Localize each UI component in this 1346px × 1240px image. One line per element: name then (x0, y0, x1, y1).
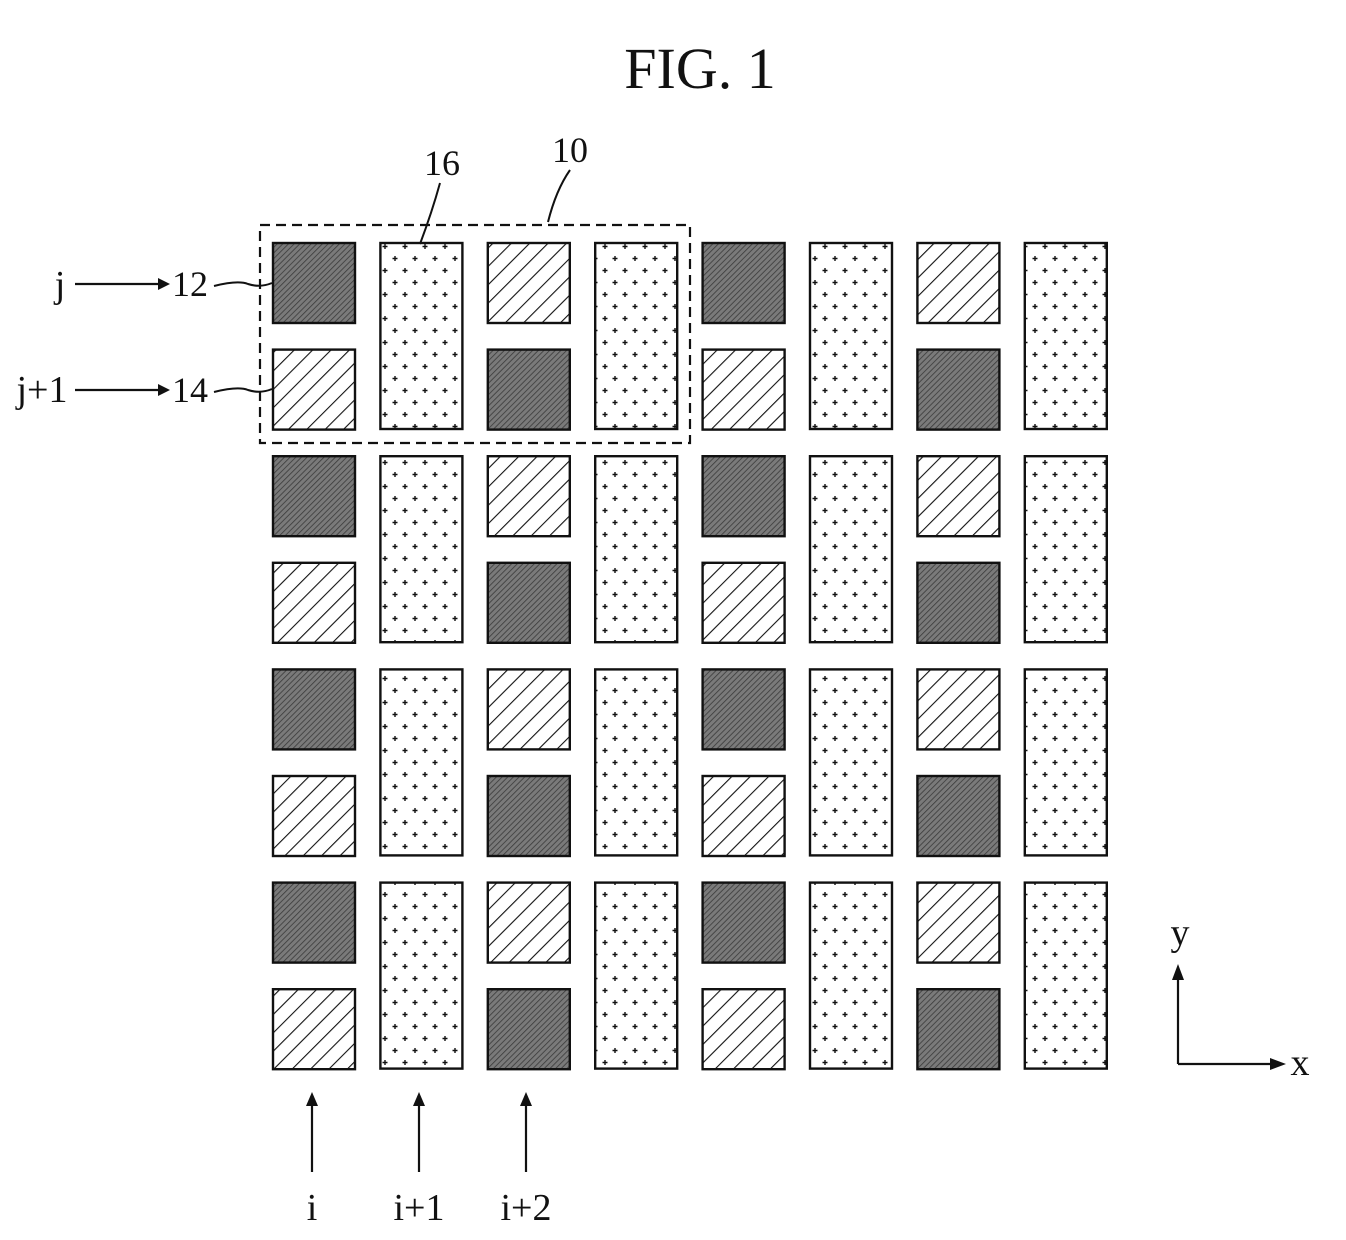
dark-square-subpixel (703, 669, 785, 749)
hatched-square-subpixel (917, 669, 999, 749)
hatched-square-subpixel (703, 776, 785, 856)
leader-12 (214, 282, 272, 286)
hatched-square-subpixel (488, 243, 570, 323)
ref-label-16: 16 (424, 143, 460, 183)
hatched-square-subpixel (273, 563, 355, 643)
dark-square-subpixel (488, 776, 570, 856)
tall-subpixel (380, 456, 462, 642)
tall-subpixel (810, 456, 892, 642)
axis-label-x: x (1291, 1042, 1310, 1084)
tall-subpixel (1025, 669, 1107, 855)
row-j-arrowhead (158, 278, 170, 290)
tall-subpixel (1025, 243, 1107, 429)
dark-square-subpixel (917, 350, 999, 430)
tall-subpixel (810, 883, 892, 1069)
dark-square-subpixel (488, 989, 570, 1069)
hatched-square-subpixel (488, 883, 570, 963)
pixel-grid (273, 243, 1107, 1069)
row-label-j: j (53, 264, 66, 306)
hatched-square-subpixel (917, 456, 999, 536)
col-label-i1: i+1 (394, 1187, 445, 1229)
hatched-square-subpixel (273, 989, 355, 1069)
axis-label-y: y (1171, 912, 1190, 954)
hatched-square-subpixel (488, 669, 570, 749)
dark-square-subpixel (703, 456, 785, 536)
tall-subpixel (595, 456, 677, 642)
x-axis-arrowhead (1270, 1058, 1286, 1070)
tall-subpixel (595, 669, 677, 855)
hatched-square-subpixel (703, 350, 785, 430)
tall-subpixel (810, 243, 892, 429)
leader-14 (214, 388, 272, 392)
col-label-i2: i+2 (501, 1187, 552, 1229)
hatched-square-subpixel (703, 989, 785, 1069)
tall-subpixel (595, 243, 677, 429)
hatched-square-subpixel (273, 776, 355, 856)
dark-square-subpixel (273, 669, 355, 749)
dark-square-subpixel (273, 456, 355, 536)
dark-square-subpixel (488, 563, 570, 643)
tall-subpixel (810, 669, 892, 855)
row-j1-arrowhead (158, 384, 170, 396)
dark-square-subpixel (917, 563, 999, 643)
dark-square-subpixel (703, 883, 785, 963)
hatched-square-subpixel (488, 456, 570, 536)
dark-square-subpixel (703, 243, 785, 323)
dark-square-subpixel (917, 776, 999, 856)
hatched-square-subpixel (273, 350, 355, 430)
col-label-i: i (307, 1187, 318, 1229)
leader-16 (420, 183, 440, 244)
y-axis-arrowhead (1172, 964, 1184, 980)
col-i-arrowhead (306, 1092, 318, 1106)
tall-subpixel (380, 883, 462, 1069)
ref-label-10: 10 (552, 130, 588, 170)
ref-label-12: 12 (172, 264, 208, 304)
tall-subpixel (1025, 456, 1107, 642)
leader-10 (548, 170, 570, 222)
ref-label-14: 14 (172, 370, 208, 410)
dark-square-subpixel (488, 350, 570, 430)
hatched-square-subpixel (917, 883, 999, 963)
hatched-square-subpixel (917, 243, 999, 323)
dark-square-subpixel (917, 989, 999, 1069)
figure-title: FIG. 1 (624, 36, 775, 101)
tall-subpixel (380, 243, 462, 429)
tall-subpixel (1025, 883, 1107, 1069)
tall-subpixel (595, 883, 677, 1069)
col-i2-arrowhead (520, 1092, 532, 1106)
row-label-j1: j+1 (15, 369, 68, 411)
col-i1-arrowhead (413, 1092, 425, 1106)
hatched-square-subpixel (703, 563, 785, 643)
tall-subpixel (380, 669, 462, 855)
dark-square-subpixel (273, 243, 355, 323)
dark-square-subpixel (273, 883, 355, 963)
